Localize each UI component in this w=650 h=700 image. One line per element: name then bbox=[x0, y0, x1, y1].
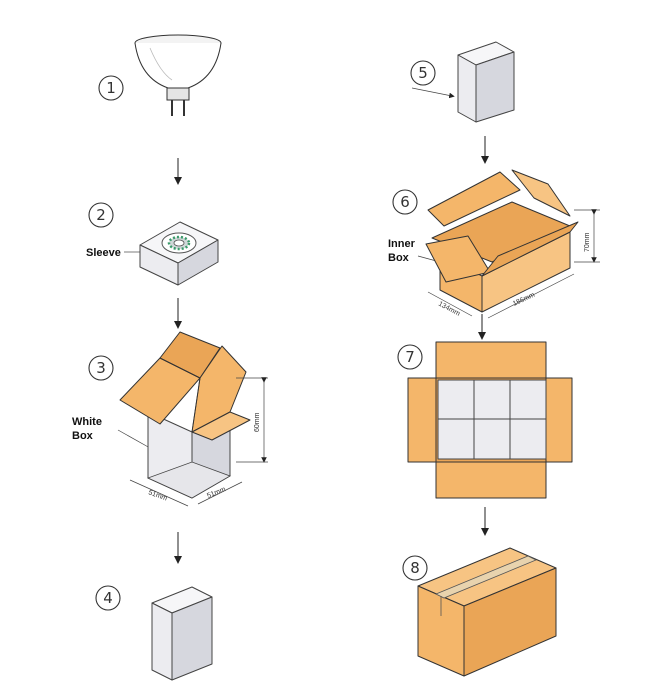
step-number-circle bbox=[95, 585, 121, 611]
dim-line-width1 bbox=[129, 479, 189, 507]
sleeve-label: Sleeve bbox=[86, 247, 121, 259]
inner-box-label-line2: Box bbox=[388, 252, 410, 264]
step-number: 2 bbox=[96, 206, 106, 224]
inner-box-label-line1: Inner bbox=[388, 238, 416, 250]
step-number: 4 bbox=[103, 589, 113, 607]
dim-line-width2 bbox=[197, 481, 243, 505]
white-box bbox=[119, 331, 251, 499]
step-number: 6 bbox=[400, 193, 410, 211]
step-4: 4 bbox=[95, 585, 213, 681]
step-number: 5 bbox=[418, 64, 428, 82]
step-number: 3 bbox=[96, 359, 106, 377]
step-number-circle bbox=[397, 344, 423, 370]
inner-box-open bbox=[425, 169, 579, 313]
step-number-circle bbox=[392, 189, 418, 215]
dim-line-width bbox=[427, 291, 473, 317]
white-box-closed bbox=[457, 41, 515, 123]
step-3: 3 White Box 60mm 51mm 51mm bbox=[72, 331, 268, 507]
step-5: 5 bbox=[410, 41, 515, 123]
step-1: 1 bbox=[98, 34, 222, 116]
dim-height-label: 60mm bbox=[254, 412, 261, 432]
step-number-circle bbox=[98, 75, 124, 101]
white-box-label-line1: White bbox=[72, 416, 102, 428]
step-6: 6 Inner Box 70mm 134mm 186mm bbox=[388, 169, 600, 319]
white-box-closed bbox=[151, 586, 213, 681]
white-box-label-line2: Box bbox=[72, 430, 94, 442]
step-number: 1 bbox=[106, 79, 116, 97]
dim-line-length bbox=[487, 273, 575, 319]
step-7: 7 bbox=[397, 341, 573, 499]
step-number: 8 bbox=[410, 559, 420, 577]
step-number-circle bbox=[88, 355, 114, 381]
step-number-circle bbox=[410, 60, 436, 86]
step-number-circle bbox=[402, 555, 428, 581]
dim-height-label: 70mm bbox=[584, 232, 591, 252]
sealed-carton bbox=[417, 547, 557, 677]
pointer-arrow bbox=[411, 87, 455, 99]
packed-white-boxes bbox=[437, 379, 547, 460]
step-2: 2 Sleeve bbox=[86, 202, 219, 286]
leader-line bbox=[117, 429, 151, 449]
step-number: 7 bbox=[405, 348, 415, 366]
lamp-bulb-icon bbox=[134, 34, 222, 116]
carton-top-view bbox=[407, 341, 573, 499]
step-number-circle bbox=[88, 202, 114, 228]
step-8: 8 bbox=[402, 547, 557, 677]
sleeve-box-icon bbox=[139, 221, 219, 286]
dim-width1-label: 51mm bbox=[147, 489, 168, 502]
